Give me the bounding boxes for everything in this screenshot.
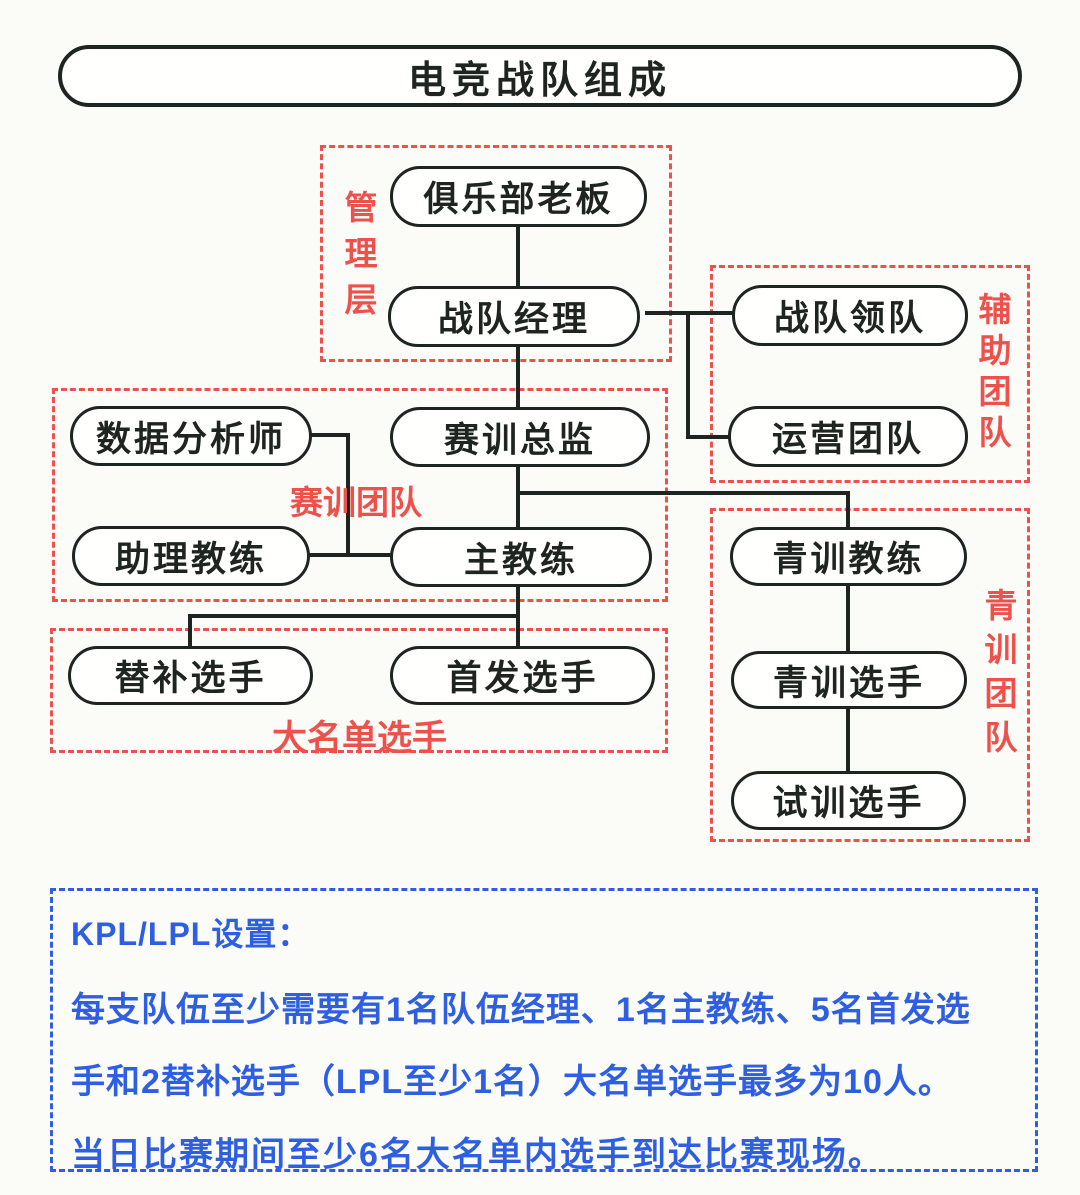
node-team-leader: 战队领队 xyxy=(732,285,968,346)
group-support xyxy=(710,265,1030,483)
node-operations-team-label: 运营团队 xyxy=(771,420,924,459)
edge-boss-manager xyxy=(516,227,520,289)
node-head-coach-label: 主教练 xyxy=(463,540,578,580)
group-training xyxy=(52,388,668,602)
edge-assistant-headcoach xyxy=(308,553,392,557)
node-head-coach: 主教练 xyxy=(390,527,652,587)
edge-analyst-vertical xyxy=(346,433,350,557)
group-management xyxy=(320,145,672,362)
node-starting-players: 首发选手 xyxy=(390,646,655,705)
node-operations-team: 运营团队 xyxy=(728,406,968,467)
node-club-boss: 俱乐部老板 xyxy=(390,166,647,227)
node-youth-coach-label: 青训教练 xyxy=(772,540,925,579)
node-data-analyst-label: 数据分析师 xyxy=(95,419,286,459)
node-substitute-players-label: 替补选手 xyxy=(114,659,267,698)
group-label-roster: 大名单选手 xyxy=(272,719,448,758)
node-trial-players: 试训选手 xyxy=(731,771,966,830)
node-trial-players-label: 试训选手 xyxy=(772,784,925,823)
node-team-manager-label: 战队经理 xyxy=(437,300,590,339)
diagram-title: 电竞战队组成 xyxy=(58,45,1022,107)
notes-line-2: 手和2替补选手（LPL至少1名）大名单选手最多为10人。 xyxy=(71,1063,953,1101)
edge-youthcoach-youthplayers xyxy=(846,584,850,653)
notes-line-3: 当日比赛期间至少6名大名单内选手到达比赛现场。 xyxy=(71,1136,884,1174)
node-youth-players: 青训选手 xyxy=(731,651,967,709)
node-data-analyst: 数据分析师 xyxy=(70,406,312,466)
edge-headcoach-subs-horizontal xyxy=(188,614,520,618)
edge-director-youthcoach-horizontal xyxy=(516,491,850,495)
edge-manager-leader xyxy=(645,311,736,315)
node-training-director: 赛训总监 xyxy=(390,407,650,467)
diagram-title-text: 电竞战队组成 xyxy=(407,59,672,102)
edge-analyst-horizontal xyxy=(310,433,350,437)
group-label-training: 赛训团队 xyxy=(290,484,422,521)
notes-box: KPL/LPL设置： 每支队伍至少需要有1名队伍经理、1名主教练、5名首发选 手… xyxy=(50,888,1038,1174)
edge-branch-operations xyxy=(686,435,732,439)
notes-heading: KPL/LPL设置： xyxy=(71,916,311,952)
group-label-support: 辅助团队 xyxy=(974,292,1011,456)
node-substitute-players: 替补选手 xyxy=(68,646,313,705)
notes-line-1: 每支队伍至少需要有1名队伍经理、1名主教练、5名首发选 xyxy=(71,991,971,1029)
node-assistant-coach: 助理教练 xyxy=(72,526,310,586)
group-label-youth: 青训团队 xyxy=(980,588,1017,764)
node-youth-coach: 青训教练 xyxy=(730,527,967,586)
edge-director-headcoach xyxy=(516,465,520,529)
edge-manager-director xyxy=(516,345,520,409)
node-youth-players-label: 青训选手 xyxy=(772,663,925,703)
edge-director-youthcoach-vertical xyxy=(846,491,850,531)
node-starting-players-label: 首发选手 xyxy=(446,659,599,698)
node-assistant-coach-label: 助理教练 xyxy=(114,539,267,579)
edge-support-branch-vertical xyxy=(686,311,690,439)
edge-youthplayers-trial xyxy=(846,707,850,773)
node-team-manager: 战队经理 xyxy=(388,286,640,347)
edge-headcoach-subs-vertical xyxy=(188,614,192,648)
group-youth xyxy=(710,508,1030,842)
group-label-management: 管理层 xyxy=(340,190,377,328)
node-training-director-label: 赛训总监 xyxy=(443,420,596,460)
node-club-boss-label: 俱乐部老板 xyxy=(423,180,614,219)
group-roster xyxy=(50,628,668,753)
node-team-leader-label: 战队领队 xyxy=(773,299,926,338)
